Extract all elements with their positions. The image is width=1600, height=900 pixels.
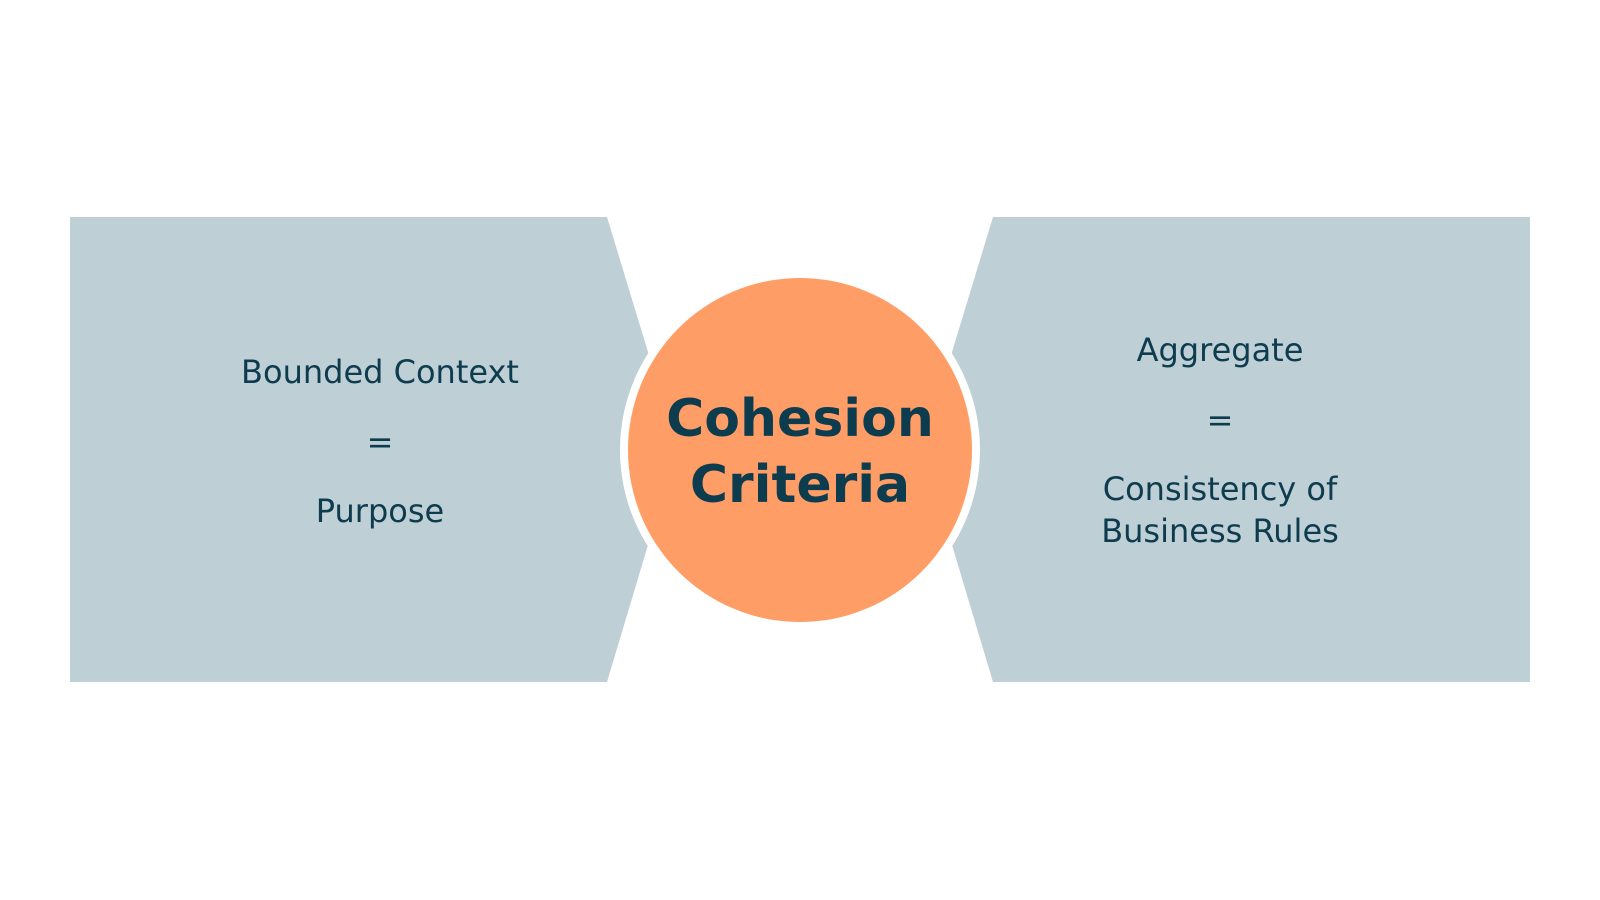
right-panel — [952, 217, 1530, 682]
left-panel — [70, 217, 648, 682]
center-circle — [628, 278, 972, 622]
center-title: Cohesion Criteria — [630, 386, 970, 518]
business-rules-label: Business Rules — [1101, 511, 1339, 550]
right-equals-sign: = — [1206, 400, 1234, 439]
bounded-context-label: Bounded Context — [241, 353, 519, 391]
criteria-label: Criteria — [689, 455, 911, 515]
left-panel-text: Bounded Context = Purpose — [150, 352, 610, 533]
cohesion-label: Cohesion — [666, 389, 934, 449]
aggregate-label: Aggregate — [1136, 331, 1304, 369]
left-equals-sign: = — [366, 422, 394, 461]
consistency-label: Consistency of — [1102, 470, 1338, 509]
right-panel-text: Aggregate = Consistency of Business Rule… — [990, 330, 1450, 552]
purpose-label: Purpose — [315, 492, 445, 531]
